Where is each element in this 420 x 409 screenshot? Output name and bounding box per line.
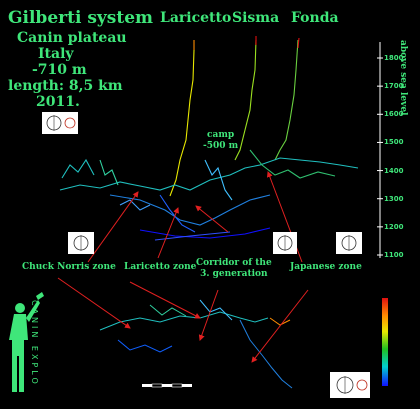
zone-japanese: Japanese zone [290, 262, 362, 272]
zone-laricetto: Laricetto zone [124, 262, 197, 272]
plan-view [99, 299, 293, 389]
zone-corridor: Corridor of the 3. generation [196, 258, 272, 279]
axis-tick-label: 1300 [384, 194, 404, 203]
caver-logo-icon [9, 292, 44, 392]
altitude-axis [377, 42, 383, 258]
axis-tick-label: 1600 [384, 110, 404, 119]
compass-icon-right [336, 232, 362, 254]
entrance-laricetto: Laricetto [160, 10, 232, 26]
compass-icon-top [42, 112, 78, 134]
compass-icon-left [68, 232, 94, 254]
plateau-label: Canin plateau [17, 30, 127, 46]
axis-tick-label: 1200 [384, 222, 404, 231]
profile-view [59, 36, 359, 241]
year-label: 2011. [36, 94, 80, 110]
sisma-shaft [234, 39, 257, 161]
country-label: Italy [38, 46, 74, 62]
scale-bar [142, 383, 192, 388]
altitude-axis-title: above sea level [398, 40, 408, 116]
axis-tick-label: 1700 [384, 82, 404, 91]
canin-explo-brand: CANIN EXPLO [30, 300, 39, 387]
fonda-shaft [274, 39, 299, 161]
entrance-fonda: Fonda [291, 10, 339, 26]
axis-tick-label: 1500 [384, 138, 404, 147]
zone-arrows [57, 171, 309, 363]
laricetto-shaft [169, 49, 195, 197]
entrance-sisma: Sisma [232, 10, 280, 26]
camp-label: camp -500 m [203, 130, 239, 151]
compass-icon-mid [273, 232, 297, 254]
depth-color-legend [382, 298, 388, 386]
map-title: Gilberti system [8, 8, 153, 28]
main-gallery [59, 157, 359, 191]
axis-tick-label: 1400 [384, 166, 404, 175]
compass-icon-bottom [330, 372, 370, 398]
axis-tick-label: 1100 [384, 251, 404, 259]
zone-chuck-norris: Chuck Norris zone [22, 262, 116, 272]
axis-tick-label: 1800 [384, 54, 404, 62]
depth-label: -710 m [32, 62, 87, 78]
length-label: length: 8,5 km [8, 78, 123, 94]
